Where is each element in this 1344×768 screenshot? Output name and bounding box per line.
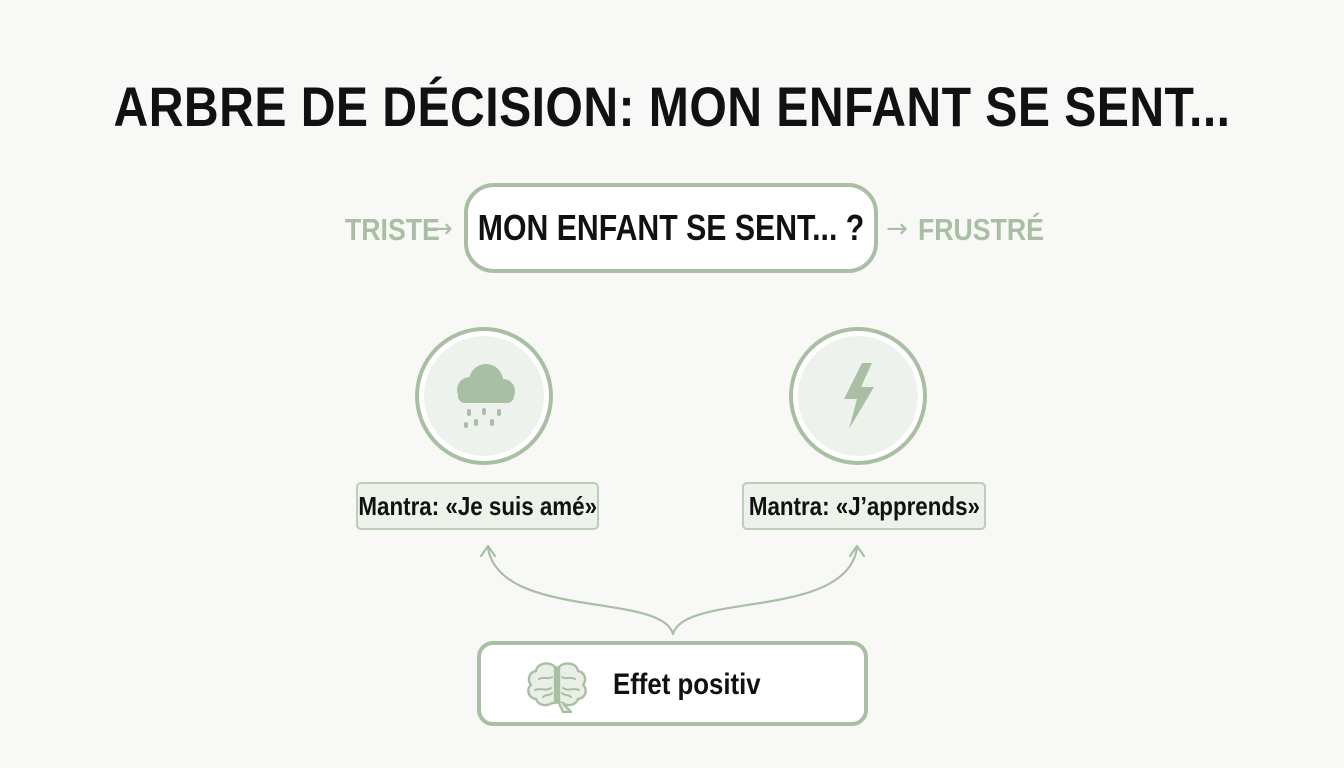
sad-branch-circle (415, 327, 553, 465)
mantra-box-frustrated: Mantra: «J’apprends» (742, 482, 986, 530)
option-label-frustre: FRUSTRÉ (918, 212, 1044, 247)
connector-to-sad-mantra (486, 546, 675, 636)
rain-cloud-icon (457, 364, 515, 428)
option-label-triste: TRISTE (345, 212, 440, 247)
mantra-text-sad: Mantra: «Je suis amé» (358, 490, 597, 521)
question-text: MON ENFANT SE SENT... ? (477, 207, 865, 248)
arrow-right-icon: → (886, 214, 908, 244)
mantra-text-frustrated: Mantra: «J’apprends» (748, 490, 980, 521)
arrow-right-icon: → (431, 214, 453, 244)
effect-node: Effet positiv (477, 641, 868, 726)
effect-label: Effet positiv (613, 668, 761, 701)
frustrated-branch-circle (789, 327, 927, 465)
connector-to-frustrated-mantra (671, 546, 859, 636)
question-node: MON ENFANT SE SENT... ? (464, 183, 878, 273)
brain-icon (527, 662, 587, 713)
arrowhead-right (848, 544, 866, 558)
mantra-box-sad: Mantra: «Je suis amé» (356, 482, 599, 530)
arrowhead-left (479, 544, 497, 558)
lightning-bolt-icon (844, 363, 874, 429)
page-title: ARBRE DE DÉCISION: MON ENFANT SE SENT... (113, 75, 1231, 138)
